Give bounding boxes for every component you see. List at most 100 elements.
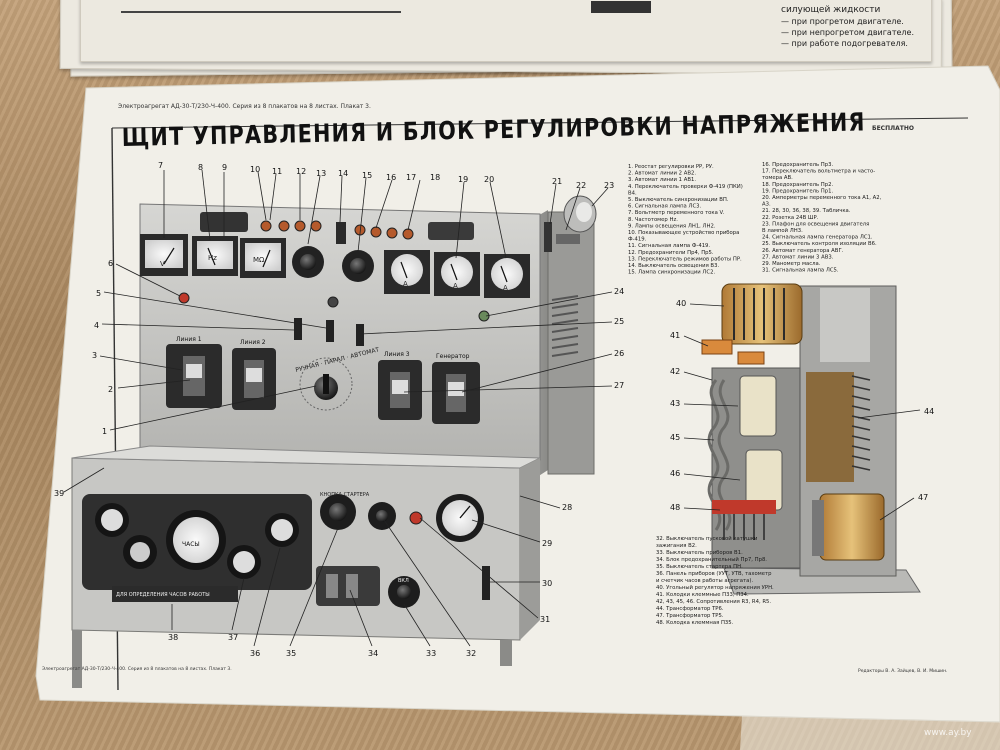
instrument-panel: ЧАСЫ [82,494,312,590]
breaker-line2[interactable]: Линия 2 [232,339,276,410]
generator-lamp [478,310,490,322]
callout-16: 16 [386,173,396,182]
legend-item: 31. Сигнальная лампа ЛС5. [762,268,839,274]
svg-text:A: A [403,280,408,288]
vent-slots [551,295,579,357]
legend-item: В4. [628,190,637,196]
legend-item: 7. Вольтметр переменного тока V. [628,210,724,216]
legend-item: 42, 43, 45, 46. Сопротивления R3, R4, R5… [656,599,771,605]
callout-8: 8 [198,163,203,172]
svg-text:Линия 2: Линия 2 [240,339,266,346]
svg-text:Линия 1: Линия 1 [176,336,202,343]
legend-item: 23. Плафон для освещения двигателя [762,221,869,227]
callout-13: 13 [316,169,326,178]
ignition-switch[interactable] [368,502,396,530]
starter-button[interactable]: КНОПКА СТАРТЕРА [320,492,370,530]
legend-item: 12. Предохранители Пр4, Пр5. [628,250,714,256]
callout-31: 31 [540,615,550,624]
footer-left: Электроагрегат АД-30-Т/230-Ч-400. Серия … [42,666,232,672]
megohmmeter: MΩ [240,238,286,278]
check-switch[interactable] [294,318,302,340]
voltmeter: V [140,234,188,276]
legend-item: 27. Автомат линии 3 АВ3. [762,254,834,260]
signal-lamp [178,292,190,304]
signal-lamp-5 [409,511,423,525]
instrument-switch[interactable]: ВКЛ [388,576,420,608]
breaker-line3[interactable]: Линия 3 [378,351,422,420]
legend-item: 17. Переключатель вольтметра и часто- [762,169,875,175]
control-panel: V Hz MΩ [71,195,597,688]
legend-item: 11. Сигнальная лампа Ф-419. [628,243,710,249]
legend-item: 19. Предохранитель Пр1. [762,188,834,194]
legend-item: Ф-419. [628,237,647,243]
watermark: www.ay.by [924,728,972,738]
legend-item: 20. Амперметры переменного тока А1, А2, [762,195,882,201]
callout-17: 17 [406,173,416,182]
callout-4: 4 [94,321,99,330]
callout-45: 45 [670,433,680,442]
plate [482,566,490,600]
callout-41: 41 [670,331,680,340]
legend-item: 18. Предохранитель Пр2. [762,182,834,188]
legend-item: 48. Колодка клеммная П35. [656,620,734,626]
callout-15: 15 [362,171,372,180]
callout-46: 46 [670,469,680,478]
callout-20: 20 [484,175,494,184]
svg-text:MΩ: MΩ [253,256,265,264]
legend-item: 25. Выключатель контроля изоляции В6. [762,241,877,247]
cover-lid [428,222,474,240]
legend-item: 26. Автомат генератора АВГ. [762,248,844,254]
callout-47: 47 [918,493,928,502]
legend-item: 47. Трансформатор ТР5. [656,613,724,619]
legend-item: 32. Выключатель пусковой катушки [656,535,757,542]
callout-11: 11 [272,167,282,176]
frequency-meter: Hz [192,236,238,276]
callout-10: 10 [250,165,260,174]
legend-item: 33. Выключатель приборов В1. [656,550,743,556]
breaker-line1[interactable]: Линия 1 [166,336,222,408]
legend-column-1: 1. Реостат регулировки РР, РУ.2. Автомат… [628,164,743,276]
callout-34: 34 [368,649,378,658]
light-switch[interactable] [336,222,346,244]
svg-text:A: A [503,284,508,292]
legend-item: томера АВ. [762,175,793,181]
insulation-switch[interactable] [356,324,364,346]
callout-24: 24 [614,287,624,296]
legend-item: 9. Лампы освещения ЛН1, ЛН2. [628,223,716,229]
legend-item: 35. Выключатель стартера ПН. [656,564,743,570]
ammeter-3: A [484,254,530,298]
callout-29: 29 [542,539,552,548]
top-sheet: силующей жидкости — при прогретом двигат… [80,0,932,62]
legend-item: 8. Частотомер Hz. [628,217,678,223]
poster-stack: силующей жидкости — при прогретом двигат… [59,0,960,100]
legend-item: и счетчик часов работы агрегата). [656,578,753,584]
legend-item: зажигания В2. [656,543,697,549]
legend-item: 3. Автомат линии 1 АВ1. [628,177,696,183]
legend-column-2: 16. Предохранитель Пр3.17. Переключатель… [762,162,882,274]
legend-item: 1. Реостат регулировки РР, РУ. [628,164,714,170]
sync-switch[interactable] [326,320,334,342]
legend-item: 10. Показывающее устройство прибора [628,229,739,236]
legend-item: 36. Панель приборов (УУТ, УТВ, тахометр [656,571,772,577]
callout-39: 39 [54,489,64,498]
callout-22: 22 [576,181,586,190]
legend-item: 13. Переключатель режимов работы ПР. [628,256,742,262]
callout-3: 3 [92,351,97,360]
callout-33: 33 [426,649,436,658]
top-sheet-item: — при непрогретом двигателе. [781,28,914,37]
legend-item: 34. Блок предохранительный Пр7, Пр8. [656,556,767,563]
breaker-generator[interactable]: Генератор [432,353,480,424]
legend-item: 6. Сигнальная лампа ЛС3. [628,204,702,210]
ammeter-1: A [384,250,430,294]
callout-25: 25 [614,317,624,326]
callout-30: 30 [542,579,552,588]
legend-item: 29. Манометр масла. [762,261,821,267]
legend-item: 21. 28, 30, 36, 38, 39. Табличка. [762,208,851,214]
callout-2: 2 [108,385,113,394]
callout-40: 40 [676,299,686,308]
legend-item: 41. Колодки клеммные П33, П34. [656,592,749,598]
leader-lines [63,169,921,647]
callout-6: 6 [108,259,113,268]
callout-38: 38 [168,633,178,642]
callout-18: 18 [430,173,440,182]
